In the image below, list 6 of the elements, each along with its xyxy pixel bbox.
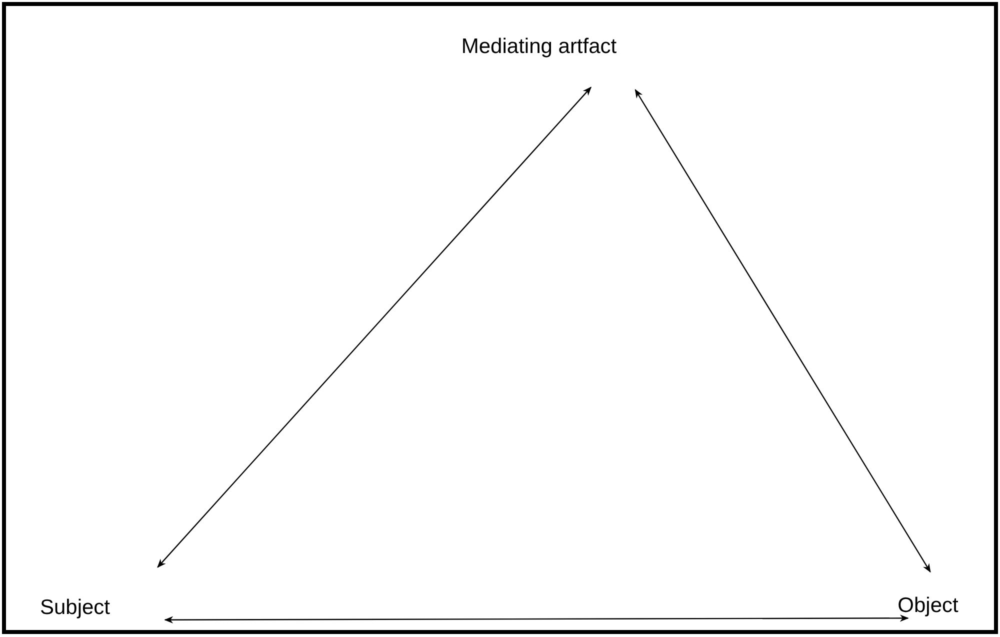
double-headed-arrow — [164, 614, 909, 624]
node-label: Mediating artfact — [461, 35, 617, 59]
node-label: Object — [898, 594, 958, 618]
node-label: Subject — [40, 596, 110, 620]
double-headed-arrow — [634, 89, 931, 573]
double-headed-arrow — [157, 86, 592, 568]
